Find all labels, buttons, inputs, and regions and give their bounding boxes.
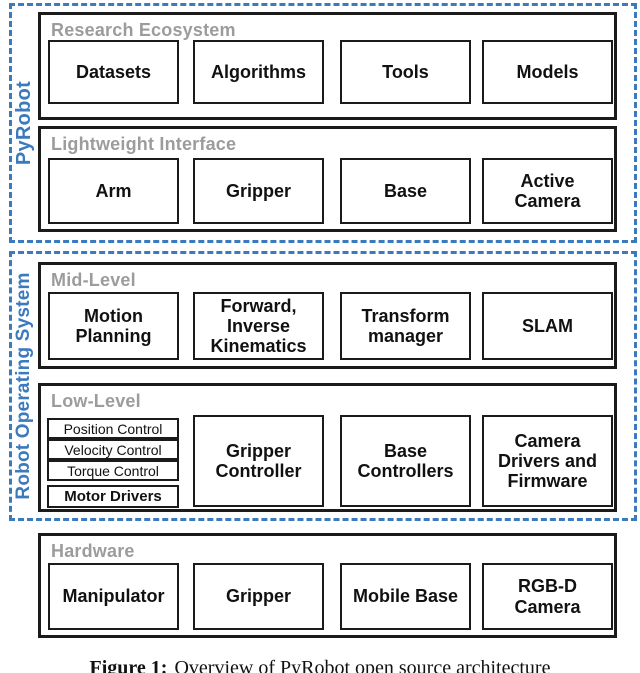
box-rgbd-camera: RGB-D Camera xyxy=(482,563,613,630)
box-transform-manager: Transform manager xyxy=(340,292,471,360)
box-forward-inverse-kinematics: Forward, Inverse Kinematics xyxy=(193,292,324,360)
box-motion-planning: Motion Planning xyxy=(48,292,179,360)
box-velocity-control: Velocity Control xyxy=(47,439,179,460)
research-ecosystem-header: Research Ecosystem xyxy=(51,20,236,40)
ros-vertical-label: Robot Operating System xyxy=(13,272,34,500)
box-gripper-interface: Gripper xyxy=(193,158,324,224)
box-manipulator: Manipulator xyxy=(48,563,179,630)
section-hardware: Hardware Manipulator Gripper Mobile Base… xyxy=(38,533,617,638)
box-mobile-base: Mobile Base xyxy=(340,563,471,630)
box-torque-control: Torque Control xyxy=(47,460,179,481)
pyrobot-vertical-label: PyRobot xyxy=(12,80,35,166)
pyrobot-dashed-group xyxy=(9,3,637,243)
box-base-controllers: Base Controllers xyxy=(340,415,471,507)
box-arm: Arm xyxy=(48,158,179,224)
figure-caption-label: Figure 1: xyxy=(89,657,168,673)
box-models: Models xyxy=(482,40,613,104)
section-mid-level: Mid-Level Motion Planning Forward, Inver… xyxy=(38,262,617,369)
box-motor-drivers: Motor Drivers xyxy=(47,485,179,508)
ros-dashed-group xyxy=(9,251,637,521)
hardware-header: Hardware xyxy=(51,541,135,561)
mid-level-header: Mid-Level xyxy=(51,270,136,290)
figure-caption: Figure 1: Overview of PyRobot open source… xyxy=(0,657,640,673)
section-lightweight-interface: Lightweight Interface Arm Gripper Base A… xyxy=(38,126,617,232)
section-research-ecosystem: Research Ecosystem Datasets Algorithms T… xyxy=(38,12,617,120)
box-active-camera: Active Camera xyxy=(482,158,613,224)
figure-caption-text: Overview of PyRobot open source architec… xyxy=(174,657,551,673)
low-level-header: Low-Level xyxy=(51,391,141,411)
box-gripper-controller: Gripper Controller xyxy=(193,415,324,507)
box-slam: SLAM xyxy=(482,292,613,360)
box-algorithms: Algorithms xyxy=(193,40,324,104)
lightweight-interface-header: Lightweight Interface xyxy=(51,134,237,154)
box-base: Base xyxy=(340,158,471,224)
box-tools: Tools xyxy=(340,40,471,104)
box-position-control: Position Control xyxy=(47,418,179,439)
box-gripper-hardware: Gripper xyxy=(193,563,324,630)
section-low-level: Low-Level Position Control Velocity Cont… xyxy=(38,383,617,512)
box-camera-drivers-firmware: Camera Drivers and Firmware xyxy=(482,415,613,507)
box-datasets: Datasets xyxy=(48,40,179,104)
